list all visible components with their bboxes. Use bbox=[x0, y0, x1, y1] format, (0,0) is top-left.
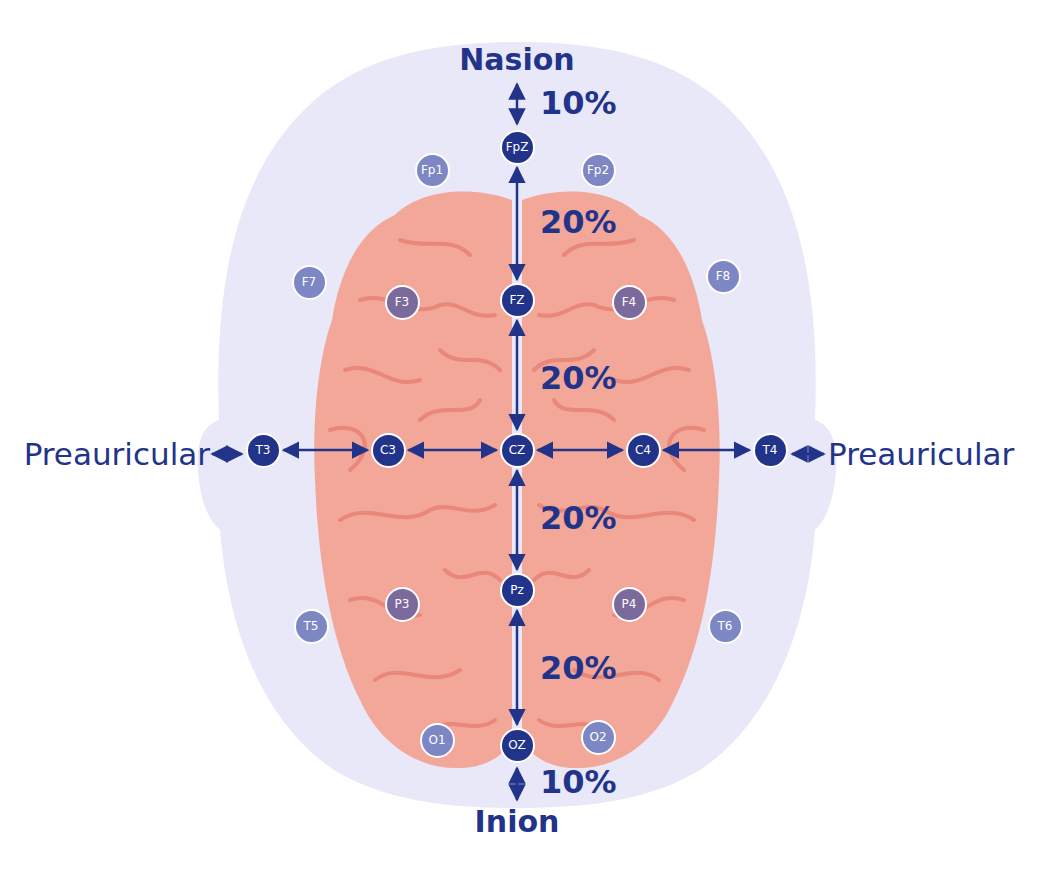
distance-percentage: 20% bbox=[540, 652, 617, 684]
electrode-circle: Fp1 bbox=[415, 153, 450, 188]
distance-percentage: 10% bbox=[540, 766, 617, 798]
electrode-circle: F4 bbox=[612, 285, 647, 320]
electrode-circle: P3 bbox=[385, 587, 420, 622]
distance-percentage: 10% bbox=[540, 87, 617, 119]
electrode-circle: OZ bbox=[500, 728, 535, 763]
electrode-label: P4 bbox=[622, 598, 637, 610]
electrode-circle: Fp2 bbox=[581, 153, 616, 188]
electrode-label: FZ bbox=[509, 294, 524, 306]
distance-arrow bbox=[664, 449, 750, 452]
electrode-circle: FZ bbox=[500, 283, 535, 318]
preauricular-arrow bbox=[792, 453, 824, 456]
nasion-arrow bbox=[516, 84, 519, 124]
electrode-circle: F8 bbox=[706, 259, 741, 294]
electrode-label: CZ bbox=[509, 444, 526, 456]
electrode-circle: F7 bbox=[292, 265, 327, 300]
head-outline bbox=[198, 42, 837, 808]
electrode-circle: O1 bbox=[420, 723, 455, 758]
electrode-label: T6 bbox=[718, 620, 733, 632]
distance-arrow bbox=[516, 168, 519, 280]
electrode-circle: P4 bbox=[612, 587, 647, 622]
landmark-label: Nasion bbox=[459, 45, 574, 75]
landmark-label: Preauricular bbox=[24, 439, 210, 470]
landmark-label: Preauricular bbox=[828, 439, 1014, 470]
inion-arrow bbox=[516, 768, 519, 800]
electrode-label: FpZ bbox=[506, 141, 529, 153]
electrode-circle: T4 bbox=[753, 433, 788, 468]
electrode-circle: T5 bbox=[294, 609, 329, 644]
distance-arrow bbox=[409, 449, 497, 452]
electrode-circle: C4 bbox=[626, 433, 661, 468]
electrode-circle: O2 bbox=[581, 720, 616, 755]
electrode-circle: C3 bbox=[371, 433, 406, 468]
electrode-label: Fp2 bbox=[587, 164, 609, 176]
electrode-label: F7 bbox=[302, 276, 317, 288]
electrode-circle: Pz bbox=[500, 573, 535, 608]
electrode-circle: F3 bbox=[385, 285, 420, 320]
distance-arrow bbox=[284, 449, 368, 452]
electrode-label: Pz bbox=[510, 584, 524, 596]
electrode-label: O2 bbox=[589, 731, 606, 743]
electrode-circle: T6 bbox=[708, 609, 743, 644]
distance-percentage: 20% bbox=[540, 502, 617, 534]
electrode-label: Fp1 bbox=[421, 164, 443, 176]
distance-arrow bbox=[516, 471, 519, 570]
preauricular-arrow bbox=[212, 453, 242, 456]
electrode-label: F3 bbox=[395, 296, 410, 308]
electrode-label: F8 bbox=[716, 270, 731, 282]
electrode-circle: FpZ bbox=[500, 130, 535, 165]
electrode-label: F4 bbox=[622, 296, 637, 308]
landmark-label: Inion bbox=[475, 807, 560, 837]
electrode-label: C4 bbox=[635, 444, 651, 456]
electrode-circle: CZ bbox=[500, 433, 535, 468]
distance-arrow bbox=[516, 611, 519, 725]
electrode-label: OZ bbox=[508, 739, 526, 751]
distance-arrow bbox=[538, 449, 623, 452]
electrode-label: T5 bbox=[304, 620, 319, 632]
electrode-circle: T3 bbox=[246, 433, 281, 468]
electrode-label: P3 bbox=[395, 598, 410, 610]
distance-percentage: 20% bbox=[540, 362, 617, 394]
electrode-label: C3 bbox=[380, 444, 396, 456]
electrode-label: T3 bbox=[256, 444, 271, 456]
electrode-label: O1 bbox=[428, 734, 445, 746]
distance-percentage: 20% bbox=[540, 206, 617, 238]
electrode-label: T4 bbox=[763, 444, 778, 456]
distance-arrow bbox=[516, 321, 519, 430]
